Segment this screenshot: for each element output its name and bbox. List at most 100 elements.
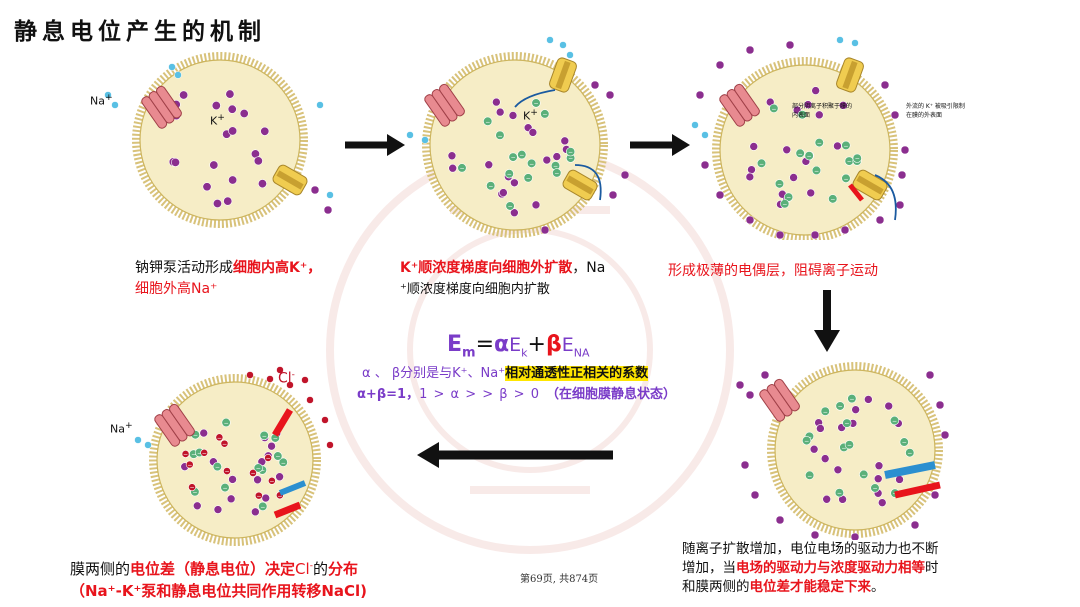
anion-sign: − [459, 165, 464, 172]
k-ion [735, 380, 745, 390]
pump-subunit [169, 403, 195, 437]
k-ion [814, 110, 824, 120]
anion [811, 165, 822, 176]
na-k-pump [141, 85, 182, 129]
cl-ion-sign: − [277, 493, 282, 500]
anion [486, 181, 496, 191]
anion-sign: − [260, 504, 265, 511]
k-ion [492, 97, 501, 107]
caption-step-4: 随离子扩散增加，电位电场的驱动力也不断 增加，当电场的驱动力与浓度驱动力相等时 … [682, 541, 939, 595]
na-ion [111, 101, 119, 109]
anion-sign: − [830, 196, 835, 203]
k-ion [803, 100, 813, 109]
anion [774, 179, 785, 189]
caption-step-3: 形成极薄的电偶层，阻碍离子运动 [668, 263, 878, 279]
anion [841, 140, 851, 150]
k-ion [910, 520, 920, 530]
k-ion [850, 532, 860, 540]
anion [457, 163, 467, 173]
k-ion [895, 200, 905, 210]
cl-ion [181, 450, 190, 458]
anion [820, 406, 830, 416]
page-number: 第69页, 共874页 [520, 574, 599, 585]
k-channel [852, 169, 888, 201]
k-ion [838, 101, 848, 110]
anion-sign: − [262, 433, 267, 440]
anion-sign: − [529, 161, 534, 168]
cl-ion [220, 439, 229, 448]
cell-cytoplasm [139, 59, 301, 221]
anion [531, 98, 541, 108]
anion-sign: − [847, 159, 852, 166]
cell-diagram-5: −−−−−−−−−−−−−−−−−−−−−−−−−− [134, 366, 334, 546]
anion [259, 430, 269, 441]
k-channel [272, 164, 308, 196]
k-label-1: K+ [210, 112, 225, 128]
k-ion [510, 208, 519, 218]
anion-sign: − [838, 403, 843, 410]
na-k-pump [719, 83, 760, 127]
cl-ion [223, 467, 231, 475]
k-ion [253, 156, 263, 166]
cl-ion-sign: − [202, 450, 207, 457]
caption-step-2: K⁺顺浓度梯度向细胞外扩散，Na ⁺顺浓度梯度向细胞内扩散 [400, 260, 606, 297]
k-ion [930, 490, 940, 500]
anion-sign: − [786, 195, 791, 202]
anion [870, 483, 880, 493]
k-ion [448, 163, 457, 173]
efflux-arrow-blue [884, 461, 936, 479]
anion-sign: − [508, 203, 513, 210]
inner-note: 部分阴离子积聚于膜的内表面 [792, 103, 853, 119]
na-k-pump [759, 378, 800, 422]
anion-sign: − [782, 201, 787, 208]
k-ion [715, 190, 725, 200]
na-ion [174, 71, 182, 79]
na-ion [691, 121, 699, 129]
cell-cytoplasm [156, 381, 314, 539]
k-ion [260, 126, 270, 136]
k-ion [897, 170, 907, 180]
anion-sign: − [843, 143, 848, 150]
na-ion [104, 91, 112, 99]
anion [253, 463, 263, 473]
anion [517, 150, 527, 160]
k-ion [227, 104, 237, 114]
k-ion [560, 136, 570, 146]
attraction-arrow [848, 183, 864, 202]
anion [508, 152, 518, 162]
k-ion [267, 441, 276, 451]
anion-sign: − [861, 472, 866, 479]
formula-coefficients: α 、 β分别是与K⁺、Na⁺相对通透性正相关的系数 [362, 366, 649, 381]
na-label-5: Na+ [110, 420, 133, 436]
na-ion [701, 131, 709, 139]
k-ion [940, 430, 950, 440]
k-ion [510, 178, 519, 188]
anion-sign: − [224, 420, 229, 427]
na-ion [168, 63, 176, 71]
k-ion [552, 152, 562, 161]
cl-ion [254, 491, 263, 500]
cell-membrane [767, 362, 943, 538]
k-ion [170, 157, 180, 167]
arrow-step-4-5 [417, 442, 613, 468]
k-ion [811, 86, 820, 95]
k-ion [211, 101, 221, 111]
k-ion [257, 179, 267, 189]
k-ion [810, 530, 820, 540]
cl-ion [301, 376, 309, 384]
k-ion [223, 196, 233, 206]
anion-sign: − [568, 156, 573, 163]
cl-ion [267, 476, 276, 485]
na-ion [566, 51, 574, 59]
electric-force-arrow [894, 481, 941, 499]
anion [842, 418, 852, 428]
k-channel [836, 57, 864, 93]
anion-sign: − [223, 485, 228, 492]
pump-subunit [439, 83, 465, 117]
k-ion [840, 225, 850, 235]
k-ion [605, 90, 615, 100]
k-ion [890, 110, 900, 120]
k-ion [540, 225, 550, 235]
anion [527, 158, 537, 168]
caption-step-1: 钠钾泵活动形成细胞内高K⁺， 细胞外高Na⁺ [135, 260, 322, 297]
